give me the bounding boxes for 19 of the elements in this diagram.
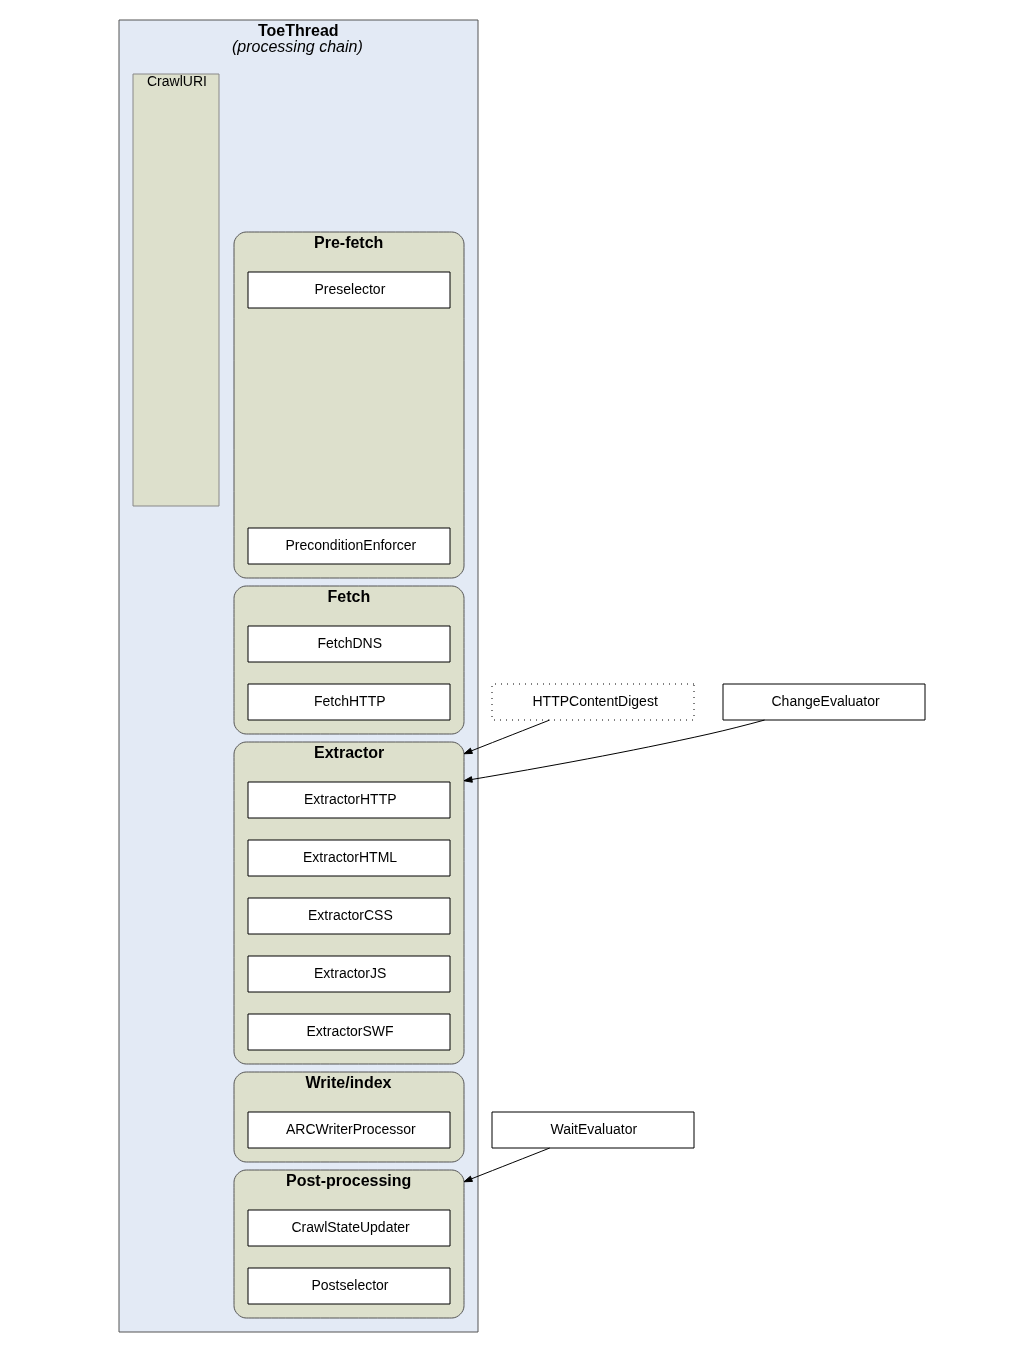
node-box: ExtractorSWF	[247, 1013, 450, 1051]
node-box: CrawlURI	[132, 73, 219, 507]
node-box: WaitEvaluator	[491, 1111, 694, 1149]
node-box: Preselector	[247, 271, 450, 309]
node-box: FetchDNS	[247, 625, 450, 663]
node-box: CrawlStateUpdater	[247, 1209, 450, 1247]
node-box: ExtractorHTTP	[247, 781, 450, 819]
node-box: PreconditionEnforcer	[247, 527, 450, 565]
node-box: Postselector	[247, 1267, 450, 1305]
node-box: FetchHTTP	[247, 683, 450, 721]
node-box: ExtractorJS	[247, 955, 450, 993]
node-box: ARCWriterProcessor	[247, 1111, 450, 1149]
arrow	[463, 719, 765, 783]
node-box: ExtractorHTML	[247, 839, 450, 877]
arrow	[463, 719, 550, 755]
node-box: ChangeEvaluator	[722, 683, 925, 721]
node-box: ExtractorCSS	[247, 897, 450, 935]
node-box: HTTPContentDigest	[491, 683, 694, 721]
arrow	[463, 1147, 550, 1183]
